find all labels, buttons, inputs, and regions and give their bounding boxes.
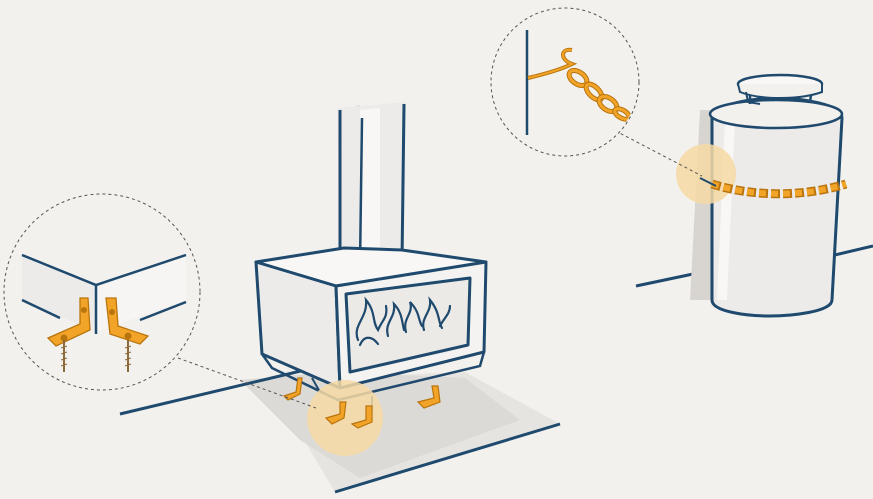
cylinder-shadow [690, 110, 712, 300]
cylinder-group [491, 8, 873, 316]
stove-group [0, 102, 560, 492]
chain-highlight [676, 144, 736, 204]
detail-callout-circle-right [491, 8, 639, 156]
detail-callout-circle [0, 194, 200, 390]
stovepipe-illustration [337, 102, 406, 266]
